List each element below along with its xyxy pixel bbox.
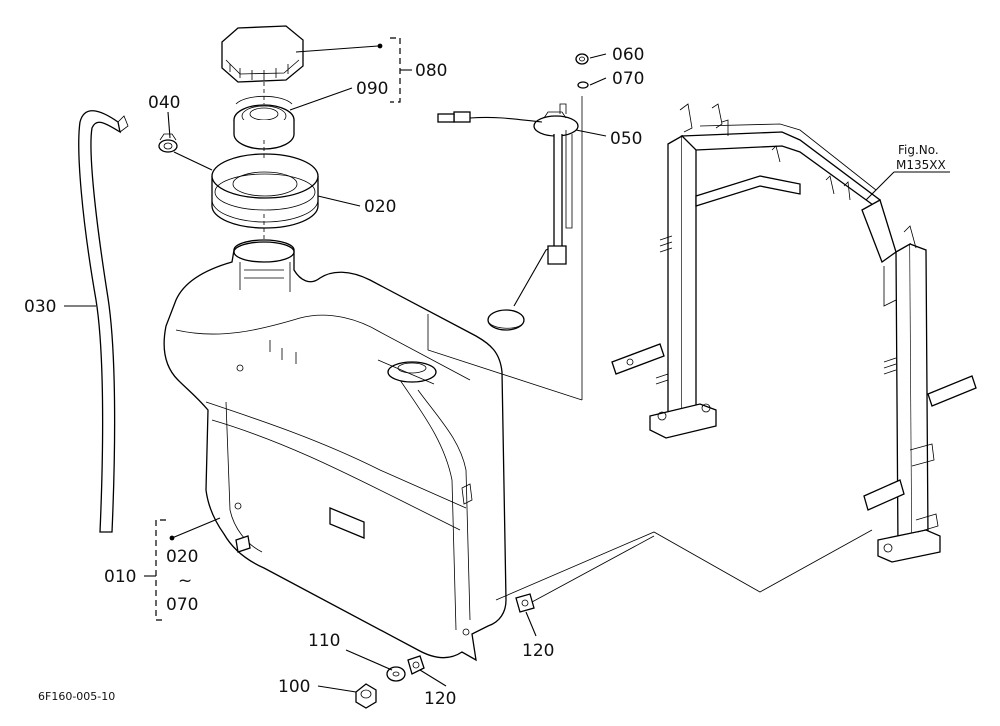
label-100: 100 [278, 677, 310, 697]
cushion-120-upper [515, 593, 535, 613]
cushion-100 [355, 683, 377, 709]
label-020: 020 [364, 197, 396, 217]
frame-assembly [611, 103, 977, 563]
fig-ref-line2: M135XX [896, 158, 946, 172]
washer-060 [575, 53, 589, 65]
label-070-range: 070 [166, 595, 198, 615]
fuel-tank [163, 239, 507, 662]
hose-clamp [158, 133, 178, 153]
label-050: 050 [610, 129, 642, 149]
label-040: 040 [148, 93, 180, 113]
washer-070 [577, 81, 589, 89]
fig-ref-line1: Fig.No. [898, 143, 939, 157]
vent-hose [78, 110, 129, 533]
diagram-code: 6F160-005-10 [38, 690, 115, 703]
bracket-010 [155, 519, 166, 621]
label-120-lower: 120 [424, 689, 456, 709]
label-110: 110 [308, 631, 340, 651]
label-090: 090 [356, 79, 388, 99]
washer-110 [386, 666, 406, 682]
label-070: 070 [612, 69, 644, 89]
label-010: 010 [104, 567, 136, 587]
label-120-upper: 120 [522, 641, 554, 661]
fuel-cap [221, 25, 304, 83]
label-080: 080 [415, 61, 447, 81]
label-020-range: 020 [166, 547, 198, 567]
fuel-level-sender [437, 103, 579, 331]
filler-ring [211, 153, 319, 229]
bracket-080 [390, 37, 401, 103]
label-030: 030 [24, 297, 56, 317]
cap-gasket [233, 95, 295, 150]
label-060: 060 [612, 45, 644, 65]
label-tilde: ~ [178, 571, 192, 591]
cushion-120-lower [407, 655, 425, 675]
